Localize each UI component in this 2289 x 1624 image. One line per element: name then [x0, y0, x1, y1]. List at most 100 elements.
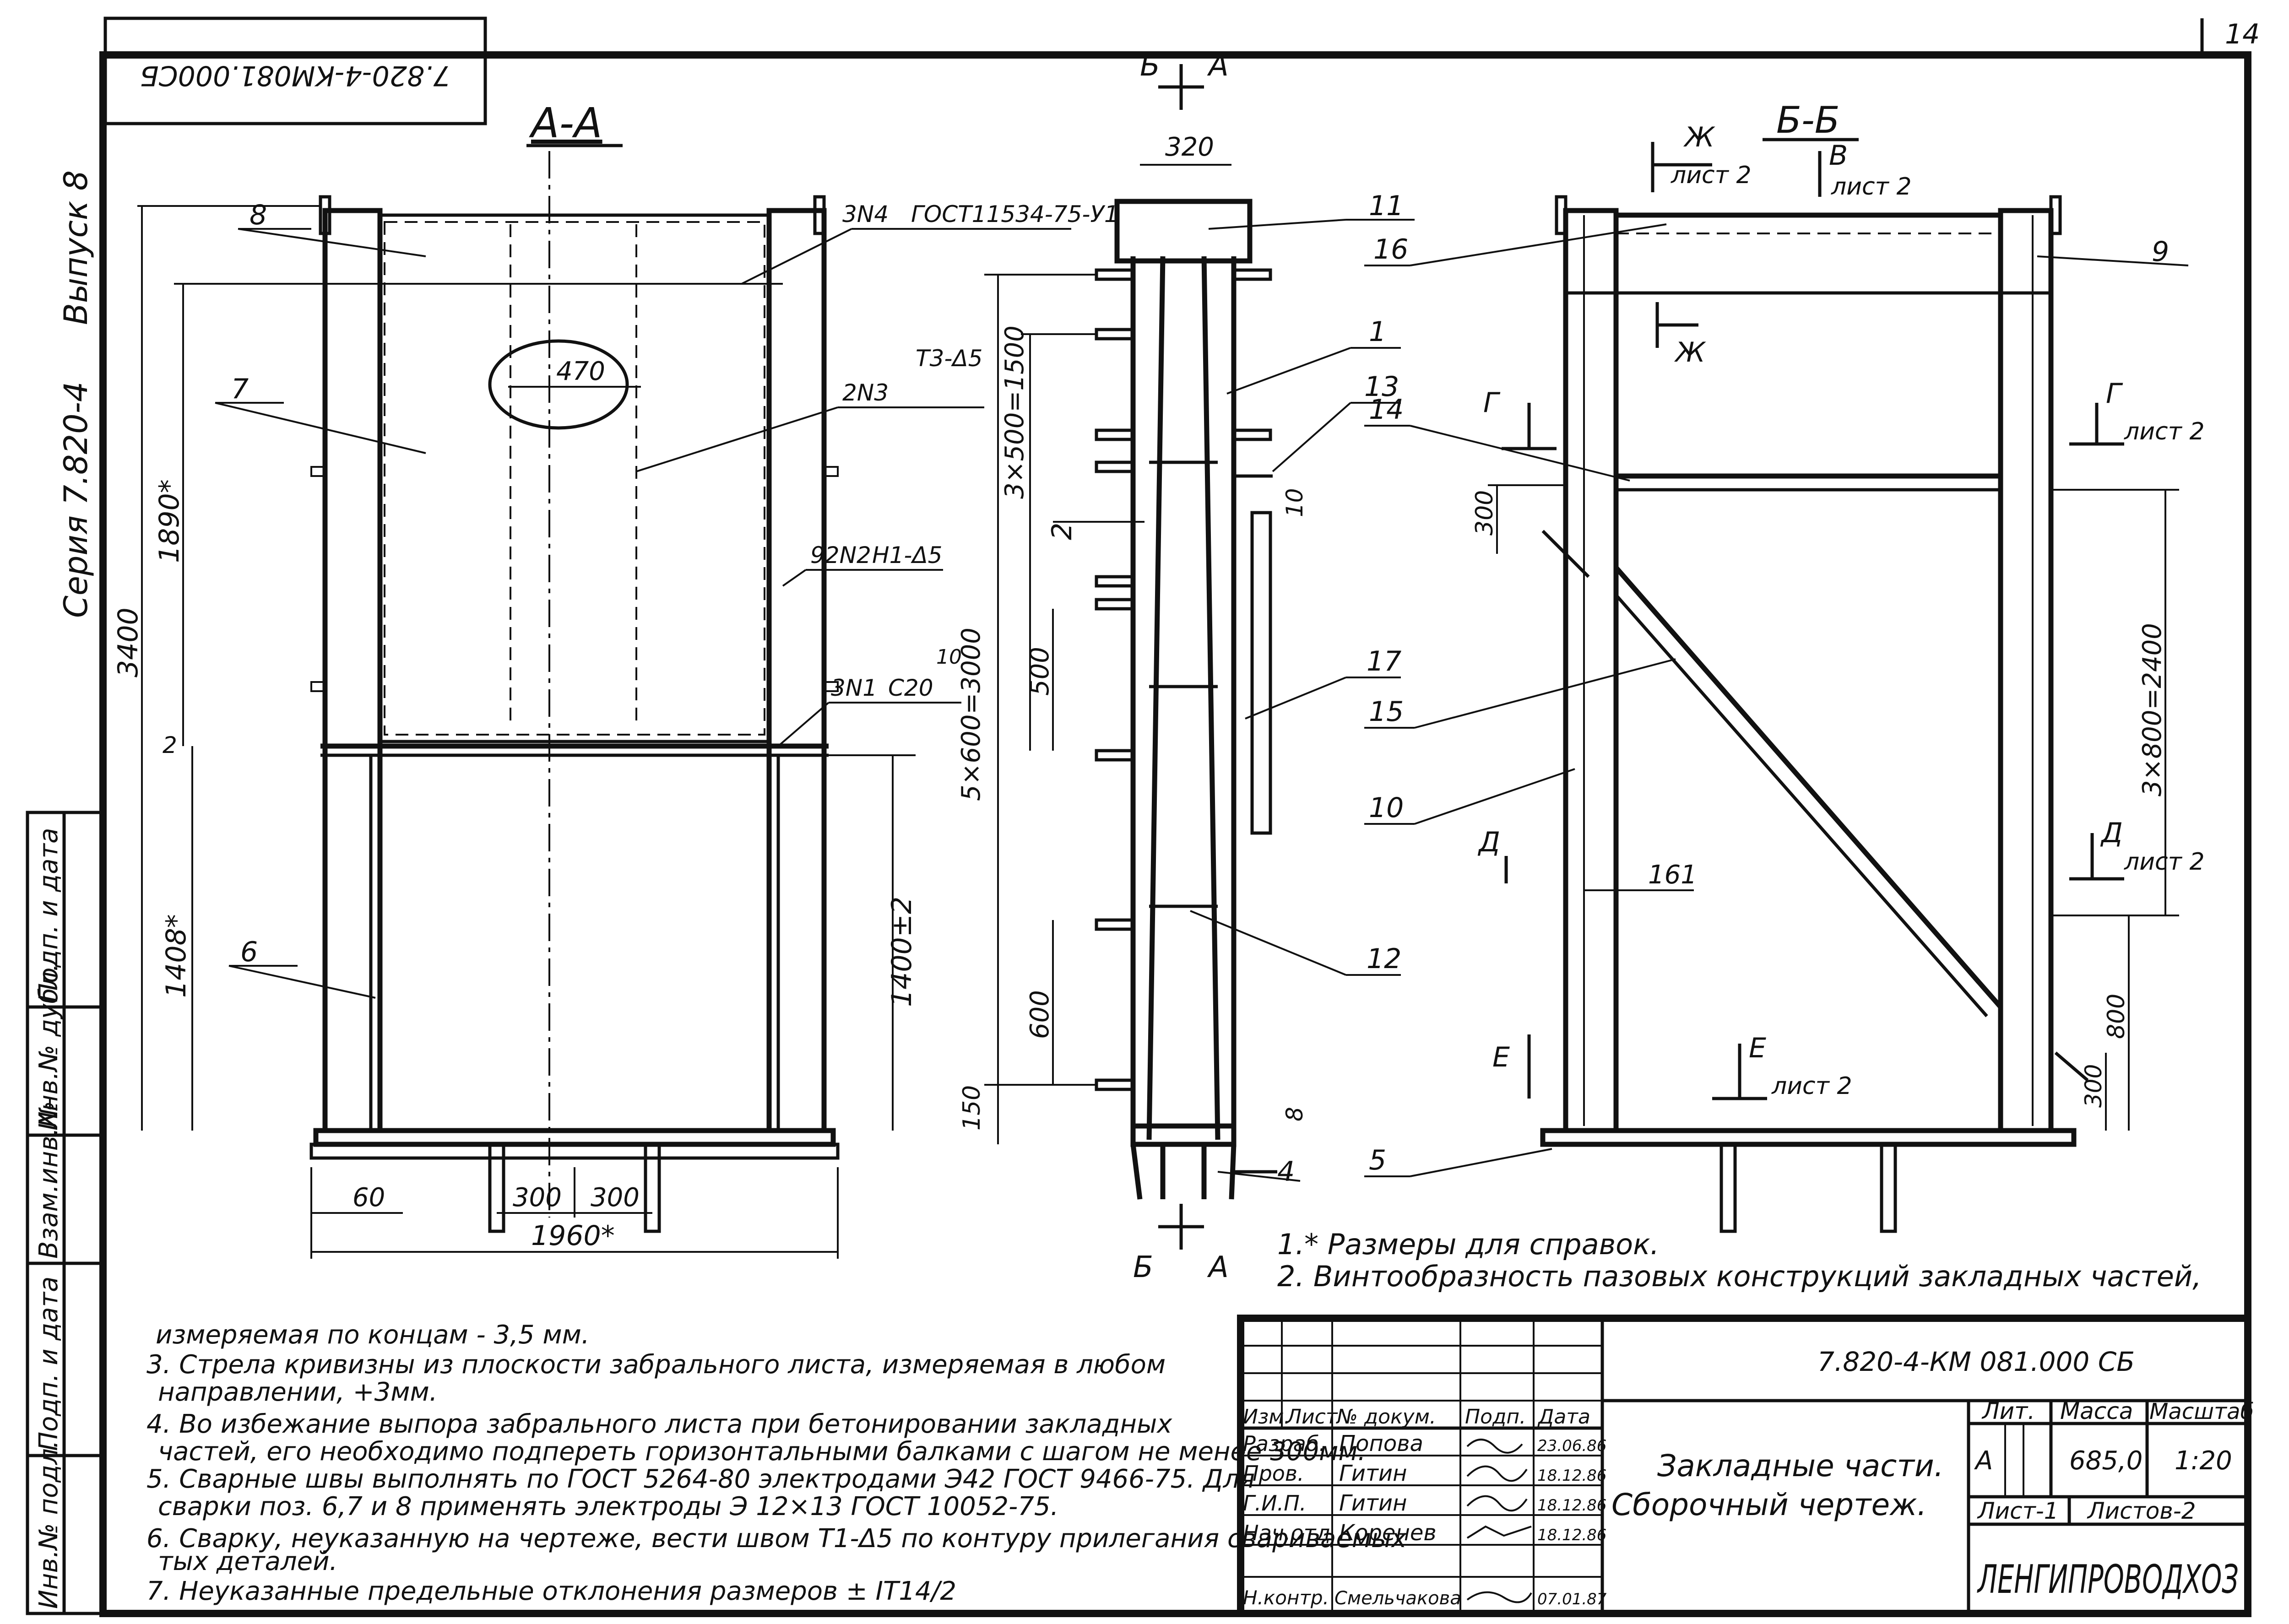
title-block: Изм. Лист № докум. Подп. Дата Разраб. По… — [1237, 1315, 2254, 1617]
cut-bot-right: А — [1207, 1250, 1229, 1284]
dim-470: 470 — [556, 357, 605, 386]
cut-d-sheet: лист 2 — [2124, 848, 2205, 876]
callout-13: 13 — [1364, 371, 1399, 403]
dim-800: 800 — [2103, 994, 2130, 1039]
side-field-3: Взам.инв.№ — [34, 1101, 64, 1259]
weld-roughness: 10 — [936, 645, 962, 669]
dim-3x500: 3×500=1500 — [1000, 325, 1030, 499]
tb-name-2: Гитин — [1339, 1461, 1407, 1486]
dim-500: 500 — [1025, 647, 1055, 696]
callout-17: 17 — [1367, 645, 1401, 677]
tb-name-4: Коренев — [1339, 1520, 1437, 1546]
cut-g-left: Г — [1483, 387, 1501, 419]
tb-col-podp: Подп. — [1465, 1405, 1526, 1429]
callout-15: 15 — [1369, 696, 1404, 728]
callout-7: 7 — [231, 373, 249, 405]
callout-6: 6 — [240, 936, 258, 968]
callout-8: 8 — [250, 199, 267, 231]
callout-5: 5 — [1369, 1144, 1386, 1176]
dim-150: 150 — [958, 1085, 986, 1131]
dim-3400: 3400 — [112, 607, 144, 677]
cut-v: В — [1829, 140, 1848, 172]
view-aa: А-А 3400 — [112, 99, 1119, 1259]
note-7: 7. Неуказанные предельные отклонения раз… — [146, 1576, 956, 1606]
tb-col-list: Лист — [1286, 1405, 1338, 1429]
callout-14: 14 — [1369, 394, 1404, 426]
tb-role-4: Нач.отд. — [1243, 1521, 1337, 1545]
side-field-1: Подп. и дата — [34, 828, 64, 1002]
tb-date-4: 18.12.86 — [1537, 1526, 1606, 1544]
note-5b: сварки поз. 6,7 и 8 применять электроды … — [158, 1492, 1058, 1521]
note-4b: частей, его необходимо подпереть горизон… — [158, 1437, 1366, 1467]
tb-role-1: Разраб. — [1243, 1431, 1326, 1456]
tb-name-line-1: Закладные части. — [1657, 1448, 1944, 1483]
side-issue: Выпуск 8 — [57, 170, 95, 325]
dim-8: 8 — [1281, 1107, 1308, 1121]
callout-12: 12 — [1367, 943, 1401, 975]
tb-role-3: Г.И.П. — [1243, 1491, 1307, 1516]
dim-300-bb-a: 300 — [1471, 490, 1498, 536]
tb-col-date: Дата — [1537, 1405, 1590, 1429]
note-3b: направлении, +3мм. — [158, 1377, 438, 1407]
tb-date-2: 18.12.86 — [1537, 1467, 1606, 1485]
tb-name-1: Попова — [1339, 1431, 1423, 1456]
dim-60: 60 — [353, 1183, 385, 1213]
weld-3n4-std: ГОСТ11534-75-У1 — [911, 201, 1119, 227]
view-bb-title: Б-Б — [1776, 99, 1840, 141]
side-field-4: Подп. и дата — [34, 1277, 64, 1451]
cut-g-sheet: лист 2 — [2124, 418, 2205, 445]
note-6b: тых деталей. — [158, 1547, 337, 1576]
callout-4: 4 — [1277, 1156, 1295, 1188]
side-series: Серия 7.820-4 — [57, 382, 95, 618]
cut-d-right: Д — [2100, 817, 2123, 849]
callout-9: 9 — [2152, 236, 2169, 268]
tb-scale-label: Масштаб — [2149, 1399, 2254, 1424]
note-3a: 3. Стрела кривизны из плоскости забральн… — [146, 1350, 1166, 1380]
tb-date-1: 23.06.86 — [1537, 1437, 1606, 1455]
dim-10: 10 — [1281, 488, 1308, 517]
callout-10: 10 — [1369, 792, 1404, 824]
dim-300-b: 300 — [591, 1183, 640, 1213]
side-field-2: Инв.№ дубл. — [34, 964, 64, 1131]
tb-sheets-label: Листов-2 — [2087, 1498, 2196, 1524]
note-5a: 5. Сварные швы выполнять по ГОСТ 5264-80… — [146, 1464, 1255, 1494]
cut-top-left: Б — [1140, 49, 1160, 83]
view-aa-title: А-А — [529, 99, 602, 147]
cut-e-right: Е — [1749, 1032, 1766, 1064]
note-1: 1.* Размеры для справок. — [1277, 1228, 1659, 1261]
cut-bot-left: Б — [1133, 1250, 1153, 1284]
dim-600: 600 — [1025, 990, 1055, 1039]
note-6a: 6. Сварку, неуказанную на чертеже, вести… — [146, 1524, 1407, 1554]
tb-name-5: Смельчакова — [1334, 1588, 1461, 1609]
callout-2: 2 — [1046, 523, 1078, 540]
note-4a: 4. Во избежание выпора забрального листа… — [146, 1409, 1172, 1439]
top-stamp: 7.820-4-КМ081.000СБ — [140, 60, 451, 92]
tb-lit-label: Лит. — [1981, 1398, 2035, 1424]
cut-top-right: А — [1207, 49, 1229, 83]
tb-date-3: 18.12.86 — [1537, 1496, 1606, 1515]
sheet-frame: 14 7.820-4-КМ081.000СБ Серия 7.820-4 Вып… — [57, 16, 2260, 1617]
weld-3n1: 3N1 — [831, 675, 877, 701]
dim-1400: 1400±2 — [886, 897, 918, 1007]
note-2b: измеряемая по концам - 3,5 мм. — [156, 1320, 590, 1350]
dim-300-bb-b: 300 — [2080, 1064, 2107, 1108]
dim-161: 161 — [1648, 860, 1697, 890]
tb-name-line-2: Сборочный чертеж. — [1611, 1487, 1927, 1522]
cut-zh: Ж — [1683, 121, 1715, 153]
side-field-5: Инв.№ подл. — [34, 1440, 64, 1609]
callout-11: 11 — [1369, 190, 1404, 222]
view-side: Б А Б А 320 — [956, 49, 1415, 1284]
cut-v-sheet: лист 2 — [1831, 173, 1912, 200]
tb-mass-label: Масса — [2060, 1398, 2133, 1424]
callout-16: 16 — [1373, 233, 1408, 265]
tb-col-izm: Изм. — [1243, 1405, 1291, 1429]
callout-1: 1 — [1369, 316, 1386, 348]
cut-zh-sheet: лист 2 — [1671, 162, 1752, 189]
tb-mass-value: 685,0 — [2069, 1446, 2143, 1476]
dim-1890: 1890* — [153, 479, 185, 563]
cut-d-left: Д — [1477, 826, 1500, 858]
dim-300-a: 300 — [513, 1183, 562, 1213]
tb-sheet-label: Лист-1 — [1977, 1498, 2059, 1524]
view-bb: Б-Б Ж лист 2 В лист 2 Ж — [1364, 99, 2205, 1233]
